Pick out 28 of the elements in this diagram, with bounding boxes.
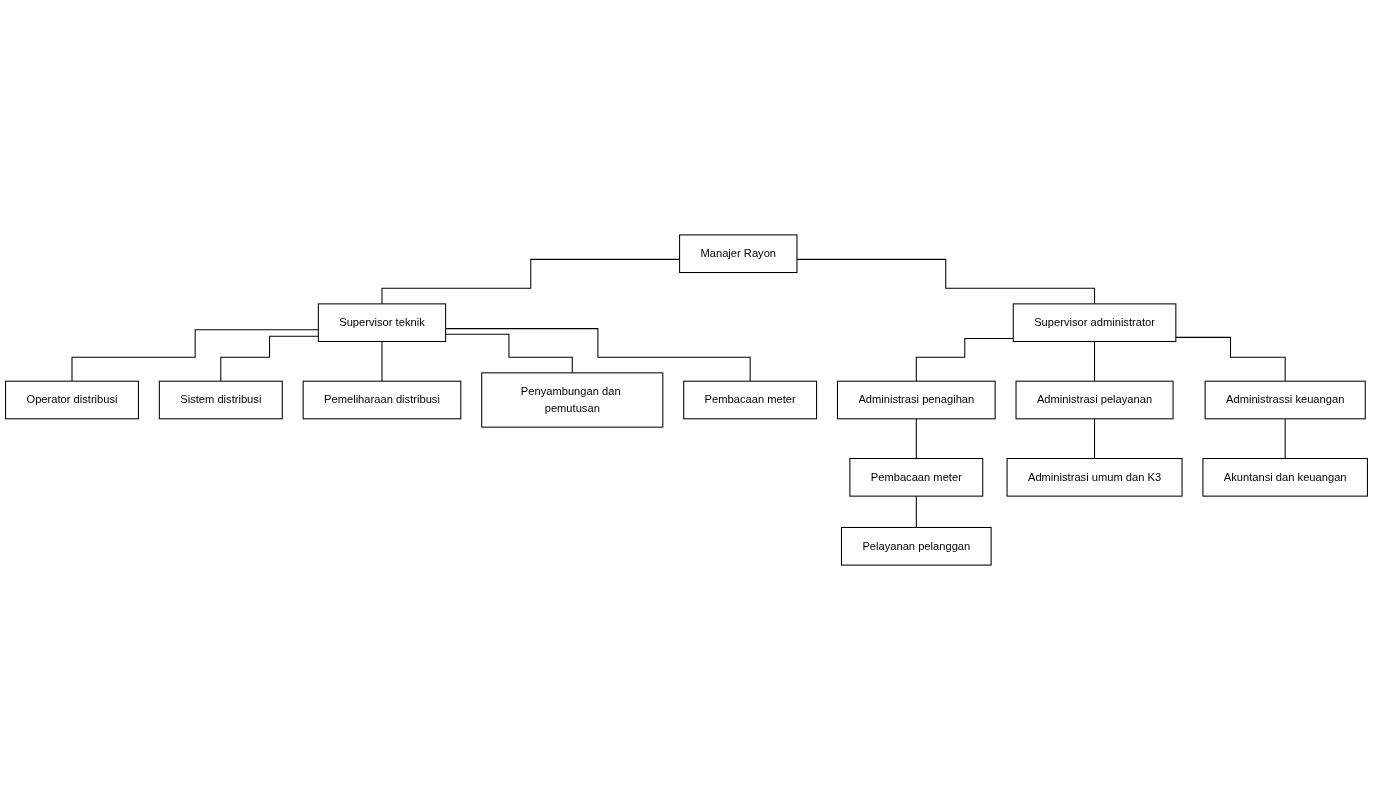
connector: [1094, 418, 1096, 460]
node-box: Manajer Rayon: [679, 234, 798, 274]
node-box: Pembacaan meter: [849, 458, 984, 497]
connector: [1175, 336, 1286, 382]
node-box: Operator distribusi: [5, 380, 139, 420]
connector: [915, 418, 917, 460]
connector: [71, 329, 319, 382]
connector: [915, 495, 917, 528]
node-box: Supervisor administrator: [1012, 303, 1177, 342]
node-box: Administrasi penagihan: [836, 380, 996, 420]
connector: [220, 335, 319, 382]
node-box: Akuntansi dan keuangan: [1202, 458, 1368, 497]
connector: [1094, 340, 1096, 382]
connector: [445, 333, 573, 374]
connector: [796, 258, 1096, 305]
node-box: Administrasi umum dan K3: [1006, 458, 1183, 497]
node-box: Supervisor teknik: [317, 303, 447, 342]
node-box: Pembacaan meter: [683, 380, 818, 420]
connector: [381, 340, 383, 382]
node-box: Penyambungan dan pemutusan: [481, 372, 664, 428]
connector: [1284, 418, 1286, 460]
connector: [915, 337, 1014, 382]
node-box: Administrasi pelayanan: [1015, 380, 1174, 420]
connector: [445, 328, 751, 382]
node-box: Sistem distribusi: [158, 380, 283, 420]
node-box: Pemeliharaan distribusi: [302, 380, 462, 420]
node-box: Administrassi keuangan: [1204, 380, 1366, 420]
node-box: Pelayanan pelanggan: [840, 526, 992, 566]
